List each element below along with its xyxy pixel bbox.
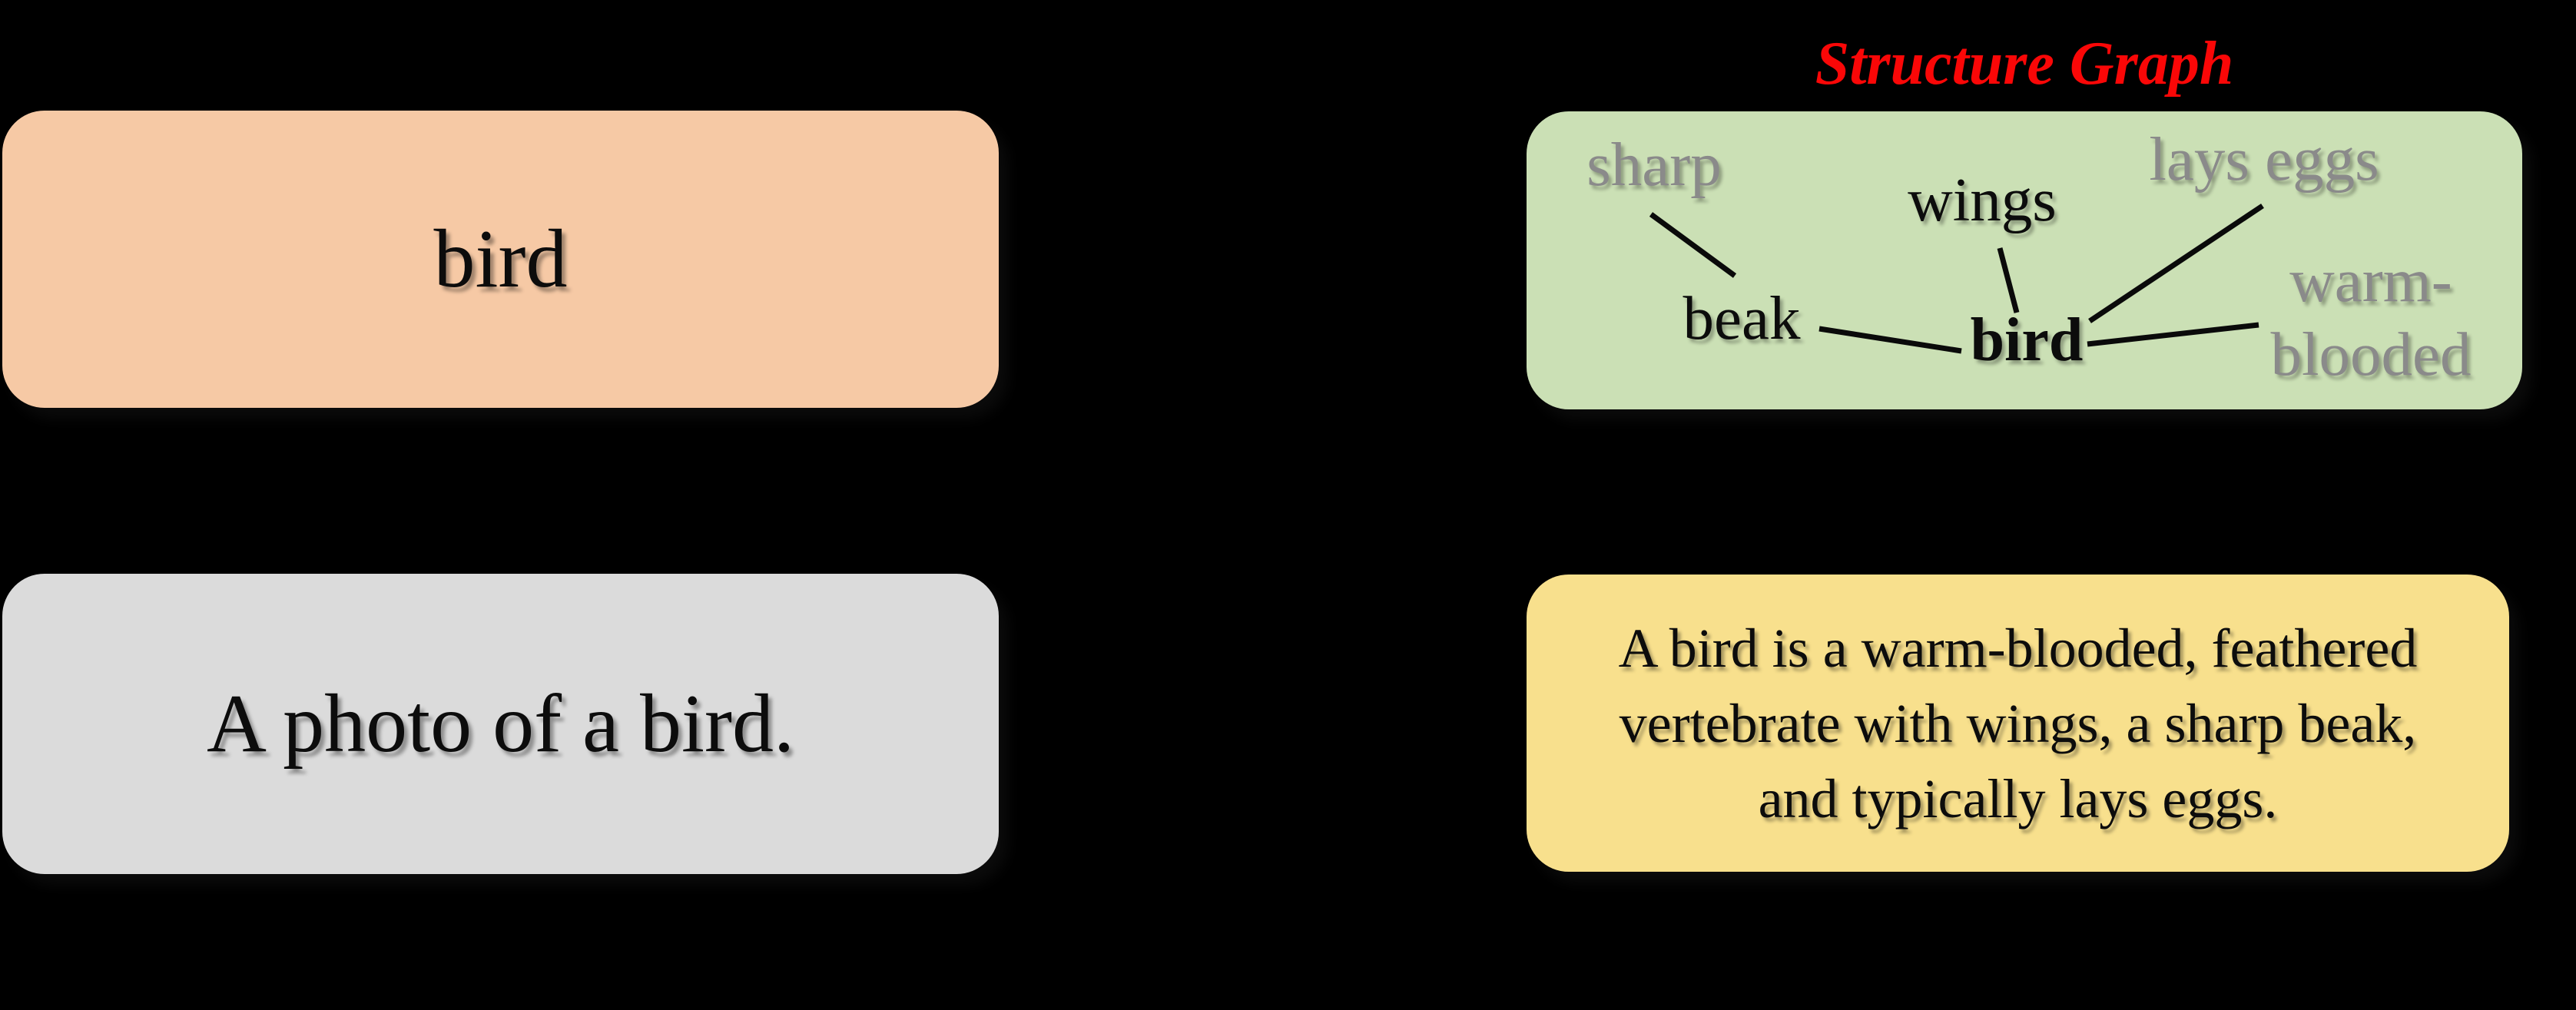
graph-node-sharp: sharp <box>1586 130 1722 199</box>
graph-node-beak: beak <box>1683 283 1801 353</box>
photo-prompt-text: A photo of a bird. <box>207 677 794 770</box>
class-label-text: bird <box>433 213 568 305</box>
graph-node-warm-blooded: warm- blooded <box>2270 246 2472 389</box>
description-box: A bird is a warm-blooded, feathered vert… <box>1527 575 2509 872</box>
graph-node-wings: wings <box>1908 165 2057 234</box>
description-text: A bird is a warm-blooded, feathered vert… <box>1618 617 2418 830</box>
graph-node-bird: bird <box>1970 306 2084 374</box>
graph-node-lays-eggs: lays eggs <box>2149 124 2379 194</box>
structure-graph-title: Structure Graph <box>1815 30 2234 98</box>
class-label-box: bird <box>2 111 999 408</box>
photo-prompt-box: A photo of a bird. <box>2 574 999 874</box>
